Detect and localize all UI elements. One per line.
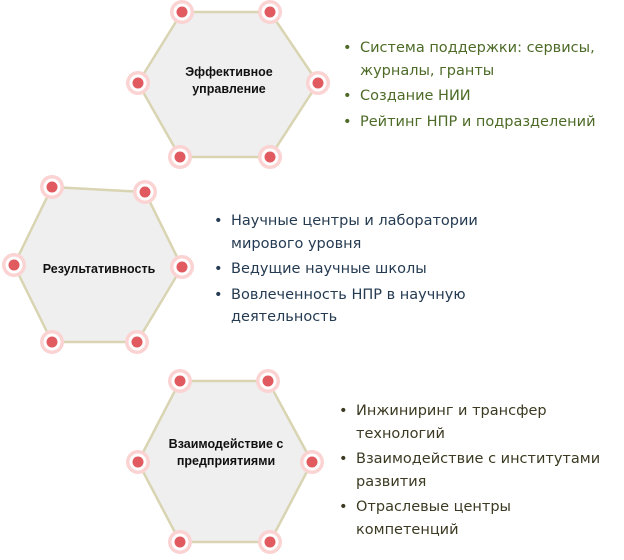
vertex-node-icon (168, 145, 192, 169)
hexagon-title-productivity: Результативность (42, 262, 156, 276)
bullet-dot-icon: • (339, 403, 348, 419)
vertex-node-icon (258, 530, 282, 554)
bullet-text: Создание НИИ (360, 88, 471, 104)
hexagon-title-effective-management: Эффективное управление (185, 65, 273, 96)
bullet-item: • Научные центры и лаборатории мирового у… (214, 210, 504, 255)
bullet-text: Вовлеченность НПР в научную деятельность (231, 286, 466, 326)
vertex-node-icon (258, 0, 282, 24)
vertex-node-icon (133, 180, 157, 204)
bullet-dot-icon: • (339, 499, 348, 515)
bullet-dot-icon: • (339, 451, 348, 467)
bullet-dot-icon: • (343, 113, 352, 130)
bullet-item: • Вовлеченность НПР в научную деятельност… (214, 284, 504, 329)
bullet-item: • Система поддержки: сервисы, журналы, гр… (343, 37, 613, 82)
vertex-node-icon (40, 175, 64, 199)
bullet-dot-icon: • (214, 261, 223, 277)
bullet-list-industry-cooperation: • Инжиниринг и трансфер технологий • Взаим… (339, 400, 614, 544)
vertex-node-icon (2, 253, 26, 277)
bullet-text: Система поддержки: сервисы, журналы, гра… (360, 40, 595, 79)
bullet-item: • Инжиниринг и трансфер технологий (339, 400, 614, 445)
vertex-node-icon (125, 330, 149, 354)
vertex-node-icon (126, 71, 150, 95)
vertex-node-icon (168, 530, 192, 554)
bullet-text: Взаимодействие с институтами развития (356, 451, 601, 490)
bullet-item: • Ведущие научные школы (214, 258, 504, 281)
bullet-list-productivity: • Научные центры и лаборатории мирового у… (214, 210, 504, 332)
bullet-dot-icon: • (214, 213, 223, 229)
vertex-node-icon (300, 450, 324, 474)
hexagon-title-industry-cooperation: Взаимодействие с предприятиями (168, 437, 284, 468)
bullet-dot-icon: • (214, 286, 223, 303)
bullet-dot-icon: • (343, 40, 352, 56)
vertex-node-icon (170, 0, 194, 24)
bullet-list-effective-management: • Система поддержки: сервисы, журналы, гр… (343, 37, 613, 136)
bullet-item: • Отраслевые центры компетенций (339, 496, 614, 541)
bullet-item: • Создание НИИ (343, 85, 613, 108)
vertex-node-icon (126, 450, 150, 474)
vertex-node-icon (170, 255, 194, 279)
bullet-item: • Рейтинг НПР и подразделений (343, 111, 613, 134)
vertex-node-icon (306, 71, 330, 95)
bullet-text: Отраслевые центры компетенций (356, 499, 512, 538)
vertex-node-icon (168, 369, 192, 393)
vertex-node-icon (40, 330, 64, 354)
vertex-node-icon (258, 145, 282, 169)
bullet-text: Инжиниринг и трансфер технологий (356, 403, 547, 442)
bullet-text: Научные центры и лаборатории мирового ур… (231, 213, 478, 252)
bullet-text: Ведущие научные школы (231, 261, 427, 277)
vertex-node-icon (256, 369, 280, 393)
bullet-item: • Взаимодействие с институтами развития (339, 448, 614, 493)
bullet-text: Рейтинг НПР и подразделений (360, 113, 596, 130)
bullet-dot-icon: • (343, 88, 352, 104)
